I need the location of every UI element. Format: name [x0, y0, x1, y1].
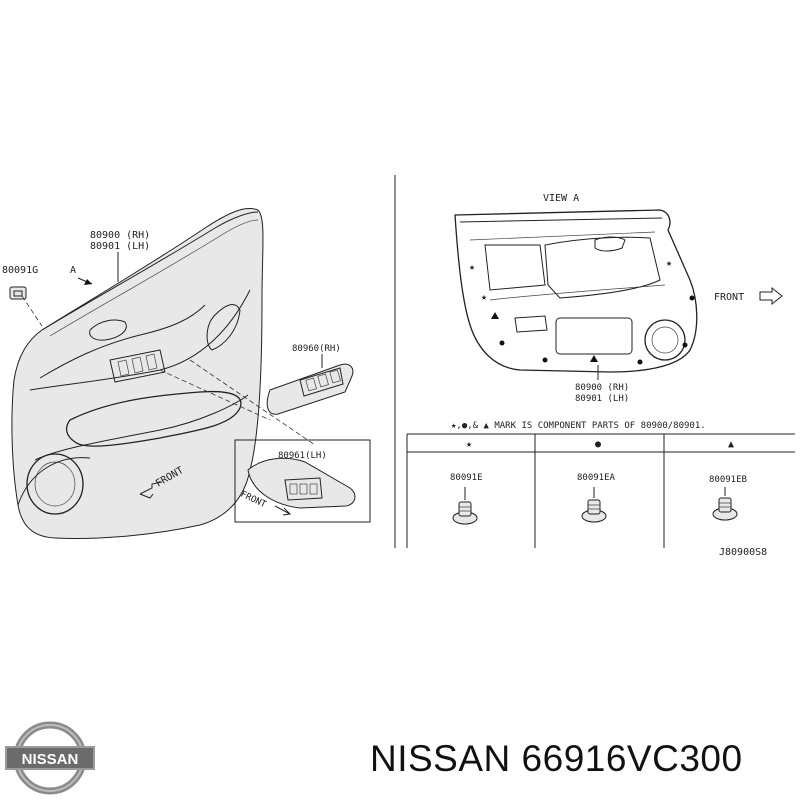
svg-text:★: ★: [481, 292, 487, 303]
view-arrow-label: A: [70, 265, 76, 276]
callout-door-trim-lh-view: 80901 (LH): [575, 394, 629, 404]
mark-note: ★,●,& ▲ MARK IS COMPONENT PARTS OF 80900…: [451, 421, 706, 431]
front-arrow-icon: [759, 286, 783, 306]
clip-80091g: [9, 286, 43, 327]
mark-col-3-symbol: ▲: [728, 439, 734, 450]
fastener-80091eb: [712, 487, 738, 521]
right-view-a: VIEW A ★ ★ ★ FRONT: [406, 193, 795, 558]
callout-clip: 80091G: [2, 265, 38, 276]
triangle-marks: [491, 312, 598, 362]
callout-door-trim-lh: 80901 (LH): [90, 241, 150, 252]
mark-col-3-part: 80091EB: [709, 475, 747, 485]
star-marks: ★ ★ ★: [469, 258, 672, 303]
callout-door-trim-rh-view: 80900 (RH): [575, 383, 629, 393]
drawing-code: J80900S8: [719, 547, 767, 558]
mark-col-1-symbol: ★: [466, 439, 472, 450]
left-exploded-view: 80091G A 80900 (RH) 80901 (LH) 80960(RH): [2, 208, 371, 539]
dot-marks: [499, 295, 695, 365]
callout-switch-rh: 80960(RH): [292, 344, 341, 354]
view-title: VIEW A: [543, 193, 579, 204]
svg-text:★: ★: [469, 262, 475, 273]
mark-table: ★ ● ▲ 80091E 80091EA 80091EB: [406, 433, 795, 548]
fastener-80091e: [452, 487, 478, 525]
mark-col-2-symbol: ●: [595, 439, 601, 450]
speaker-grille: [26, 453, 84, 515]
mark-col-2-part: 80091EA: [577, 473, 616, 483]
front-arrow-inset-icon: [274, 505, 292, 516]
door-trim-panel: [11, 208, 264, 539]
inset-box: [234, 439, 371, 523]
svg-text:★: ★: [666, 258, 672, 269]
front-label: FRONT: [714, 292, 744, 303]
part-caption: NISSAN 66916VC300: [370, 738, 743, 779]
switch-80960-rh: [266, 363, 354, 415]
callout-door-trim-rh: 80900 (RH): [90, 230, 150, 241]
door-trim-back: [454, 209, 698, 373]
speaker-box: [555, 317, 633, 355]
callout-switch-lh: 80961(LH): [278, 451, 327, 461]
logo-text: NISSAN: [22, 751, 79, 768]
fastener-80091ea: [581, 487, 607, 523]
mark-col-1-part: 80091E: [450, 473, 483, 483]
switch-80961-lh: [247, 457, 356, 509]
nissan-logo: NISSAN: [5, 721, 95, 795]
front-arrow-main-icon: [139, 481, 163, 499]
armrest: [65, 390, 242, 447]
